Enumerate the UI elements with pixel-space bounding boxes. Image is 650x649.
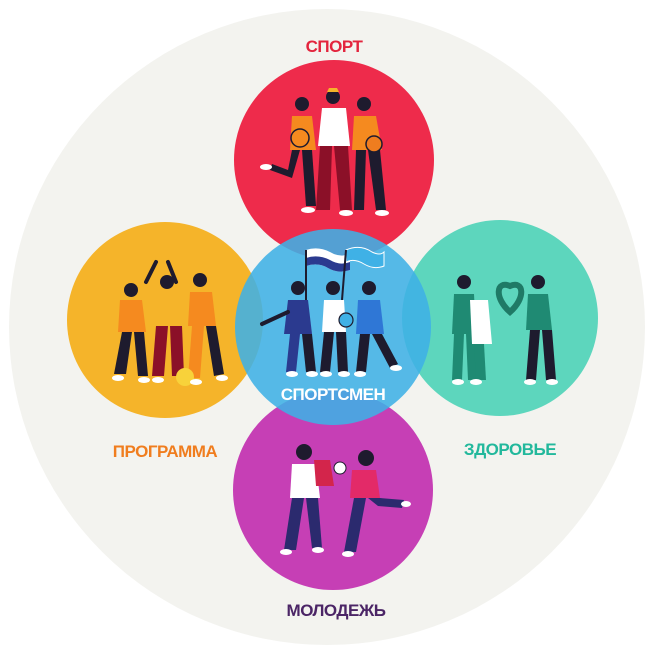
- illustration-program: [112, 260, 228, 386]
- illustration-athlete: [260, 246, 402, 377]
- circle-youth: [233, 390, 433, 590]
- label-health: ЗДОРОВЬЕ: [464, 440, 556, 459]
- label-youth: МОЛОДЕЖЬ: [287, 601, 386, 620]
- illustration-health: [452, 275, 558, 385]
- label-athlete: СПОРТСМЕН: [281, 385, 386, 404]
- illustration-sport: [260, 88, 389, 216]
- illustration-youth: [280, 444, 411, 557]
- label-sport: СПОРТ: [306, 37, 364, 56]
- label-program: ПРОГРАММА: [113, 442, 218, 461]
- circle-health: [402, 220, 598, 416]
